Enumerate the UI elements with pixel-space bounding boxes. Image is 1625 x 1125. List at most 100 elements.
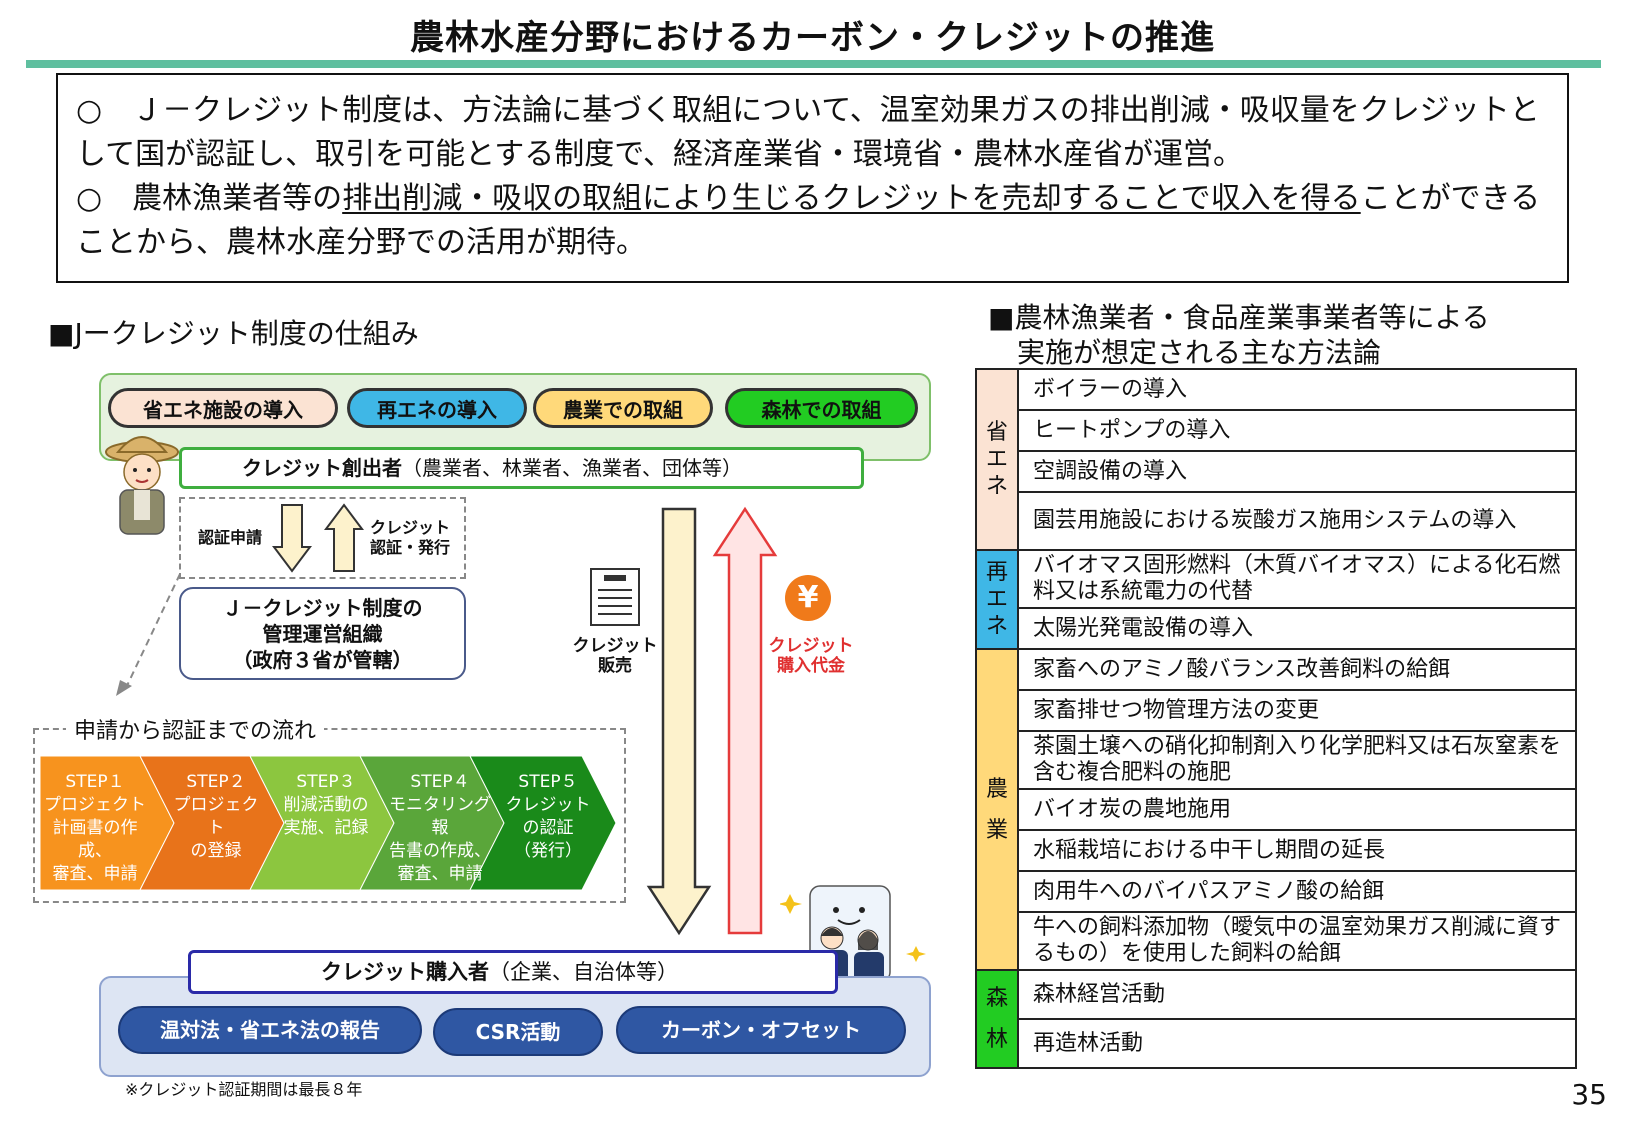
document-icon: [590, 568, 640, 626]
farmer-icon: [105, 436, 179, 535]
step-chevrons: [39, 756, 617, 890]
credit-purchase-label: クレジット購入代金: [766, 636, 856, 676]
activity-renewable: 再エネの導入: [347, 388, 527, 428]
creator-label: クレジット創出者: [242, 456, 402, 480]
sale-line2: 販売: [598, 656, 632, 676]
dashed-arrow-icon: [116, 573, 181, 696]
sale-down-arrow: [646, 507, 712, 936]
method-row: 茶園土壌への硝化抑制剤入り化学肥料又は石灰窒素を含む複合肥料の施肥: [1017, 730, 1577, 790]
creator-detail: （農業者、林業者、漁業者、団体等）: [402, 456, 742, 480]
method-row: ヒートポンプの導入: [1017, 409, 1577, 452]
page-number: 35: [1571, 1078, 1607, 1111]
step-1-line2: プロジェクト: [44, 795, 146, 815]
method-row: 水稲栽培における中干し期間の延長: [1017, 829, 1577, 872]
method-row: バイオマス固形燃料（木質バイオマス）による化石燃料又は系統電力の代替: [1017, 549, 1577, 609]
method-row: ボイラーの導入: [1017, 368, 1577, 411]
flow-title: 申請から認証までの流れ: [66, 713, 325, 745]
method-row: 肉用牛へのバイパスアミノ酸の給餌: [1017, 870, 1577, 913]
down-arrow-icon: [272, 504, 312, 573]
methods-table: 省エネ ボイラーの導入 ヒートポンプの導入 空調設備の導入 園芸用施設における炭…: [975, 368, 1577, 1069]
step-4-line3: 告書の作成、: [389, 841, 491, 861]
step-5-line2: クレジット: [505, 795, 591, 815]
category-agriculture-label: 農業: [985, 776, 1008, 843]
step-5-line4: （発行）: [514, 841, 582, 861]
issue-label: クレジット認証・発行: [370, 518, 450, 558]
intro-paragraph-2: ○ 農林漁業者等の排出削減・吸収の取組により生じるクレジットを売却することで収入…: [76, 177, 1547, 265]
right-section-heading-2: 実施が想定される主な方法論: [1017, 336, 1382, 369]
method-row: 家畜へのアミノ酸バランス改善飼料の給餌: [1017, 648, 1577, 691]
step-1-line3: 計画書の作成、: [52, 818, 138, 861]
method-row: 空調設備の導入: [1017, 450, 1577, 493]
step-2-line3: の登録: [190, 841, 242, 861]
issue-label-line2: 認証・発行: [370, 538, 451, 557]
org-line-1: Ｊ－クレジット制度の: [222, 596, 423, 620]
step-1: STEP１ プロジェクト計画書の作成、審査、申請: [40, 771, 150, 886]
step-2-shape: [139, 756, 285, 890]
up-arrow-icon: [324, 503, 364, 572]
credit-buyer-box: クレジット購入者（企業、自治体等）: [188, 950, 838, 994]
step-5: STEP５ クレジットの認証 （発行）: [500, 771, 596, 863]
issue-label-line1: クレジット: [370, 518, 451, 537]
apply-label: 認証申請: [198, 528, 263, 547]
method-row: 再造林活動: [1017, 1018, 1577, 1069]
yen-coin-icon: ¥: [785, 575, 831, 621]
step-5-title: STEP５: [518, 772, 578, 792]
payment-up-arrow: [712, 506, 778, 935]
flow-box: [33, 728, 626, 903]
intro-paragraph-1: ○ Ｊ－クレジット制度は、方法論に基づく取組について、温室効果ガスの排出削減・吸…: [76, 93, 1540, 172]
method-row: バイオ炭の農地施用: [1017, 788, 1577, 831]
sale-line1: クレジット: [572, 636, 658, 656]
method-row: 森林経営活動: [1017, 969, 1577, 1020]
page-title: 農林水産分野におけるカーボン・クレジットの推進: [410, 18, 1215, 58]
use-csr: CSR活動: [433, 1008, 603, 1056]
credit-creator-box: クレジット創出者（農業者、林業者、漁業者、団体等）: [179, 447, 864, 489]
step-3-shape: [249, 756, 395, 890]
use-carbon-offset: カーボン・オフセット: [616, 1006, 906, 1054]
step-2: STEP２ プロジェクトの登録: [168, 771, 264, 863]
category-renewable-label: 再エネ: [985, 560, 1008, 639]
step-4-title: STEP４: [410, 772, 470, 792]
category-forest: 森林: [975, 969, 1019, 1069]
left-section-heading: ■Jークレジット制度の仕組み: [48, 317, 419, 350]
certification-exchange: [179, 497, 466, 579]
step-3-line3: 実施、記録: [283, 818, 369, 838]
step-2-line2: プロジェクト: [173, 795, 259, 838]
org-line-3: （政府３省が管轄）: [232, 648, 413, 672]
purchase-line2: 購入代金: [777, 656, 845, 676]
category-renewable: 再エネ: [975, 549, 1019, 650]
activity-agriculture: 農業での取組: [533, 388, 713, 428]
management-organization: Ｊ－クレジット制度の 管理運営組織 （政府３省が管轄）: [179, 587, 466, 680]
title-divider: [26, 60, 1601, 68]
credit-sale-label: クレジット販売: [570, 636, 660, 676]
footnote: ※クレジット認証期間は最長８年: [125, 1080, 363, 1099]
step-4-line2: モニタリング報: [389, 795, 491, 838]
activity-energy-saving: 省エネ施設の導入: [108, 388, 338, 428]
category-agriculture: 農業: [975, 648, 1019, 971]
step-3-title: STEP３: [296, 772, 356, 792]
step-1-line4: 審査、申請: [52, 864, 138, 884]
activity-forest: 森林での取組: [725, 388, 918, 428]
method-row: 牛への飼料添加物（曖気中の温室効果ガス削減に資するもの）を使用した飼料の給餌: [1017, 911, 1577, 971]
buyer-detail: （企業、自治体等）: [489, 960, 678, 984]
buyer-label: クレジット購入者: [321, 960, 489, 984]
use-reporting: 温対法・省エネ法の報告: [118, 1006, 422, 1054]
intro-p2-underlined: 排出削減・吸収の取組により生じるクレジットを売却することで収入を得る: [342, 181, 1361, 216]
step-3: STEP３ 削減活動の実施、記録: [278, 771, 374, 840]
intro-box: ○ Ｊ－クレジット制度は、方法論に基づく取組について、温室効果ガスの排出削減・吸…: [56, 73, 1569, 283]
right-section-heading-1: ■農林漁業者・食品産業事業者等による: [988, 301, 1490, 334]
category-energy-saving-label: 省エネ: [985, 420, 1008, 499]
method-row: 太陽光発電設備の導入: [1017, 607, 1577, 650]
step-2-title: STEP２: [186, 772, 246, 792]
step-4-shape: [359, 756, 505, 890]
step-1-title: STEP１: [65, 772, 125, 792]
method-row: 家畜排せつ物管理方法の変更: [1017, 689, 1577, 732]
step-4: STEP４ モニタリング報告書の作成、審査、申請: [386, 771, 494, 886]
step-3-line2: 削減活動の: [283, 795, 369, 815]
method-row: 園芸用施設における炭酸ガス施用システムの導入: [1017, 491, 1577, 551]
intro-p2-end: ことができることから、農林水産分野での活用が期待。: [76, 181, 1541, 260]
purchase-line1: クレジット: [768, 636, 854, 656]
org-line-2: 管理運営組織: [262, 622, 383, 646]
step-5-line3: の認証: [522, 818, 574, 838]
intro-p2-start: ○ 農林漁業者等の: [76, 181, 343, 216]
step-4-line4: 審査、申請: [397, 864, 483, 884]
